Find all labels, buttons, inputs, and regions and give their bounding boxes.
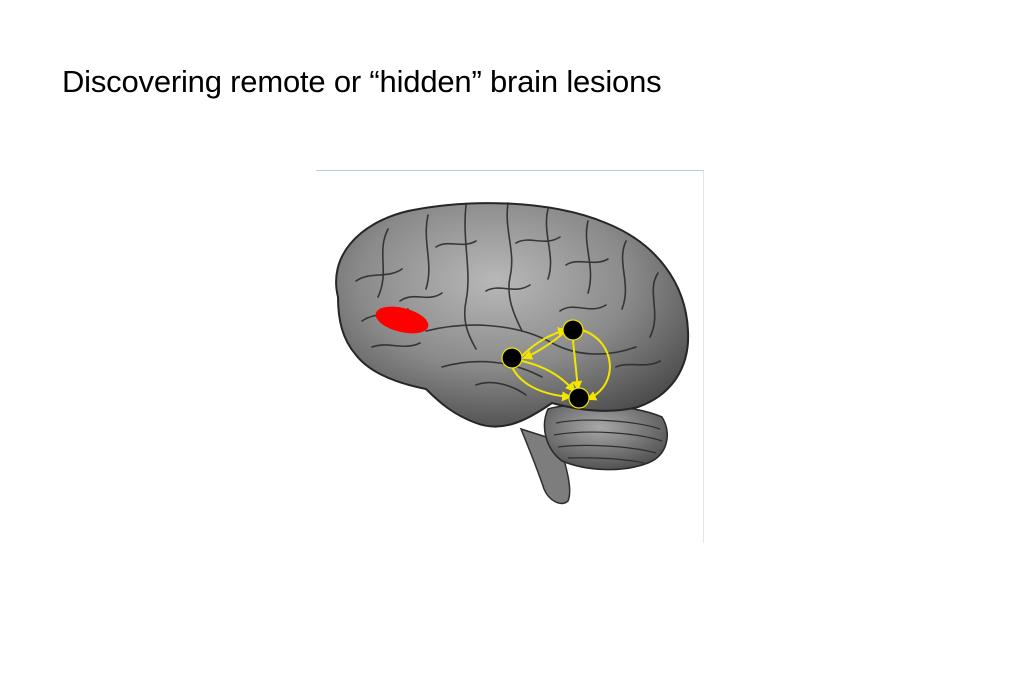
network-node (501, 347, 523, 369)
brain-figure (316, 170, 704, 543)
cerebellum (543, 404, 668, 471)
network-node (568, 387, 590, 409)
brain-illustration (335, 202, 690, 505)
lesion-marker (375, 306, 429, 334)
slide-title: Discovering remote or “hidden” brain les… (62, 64, 662, 99)
network-node (562, 319, 584, 341)
cerebrum (335, 202, 690, 428)
